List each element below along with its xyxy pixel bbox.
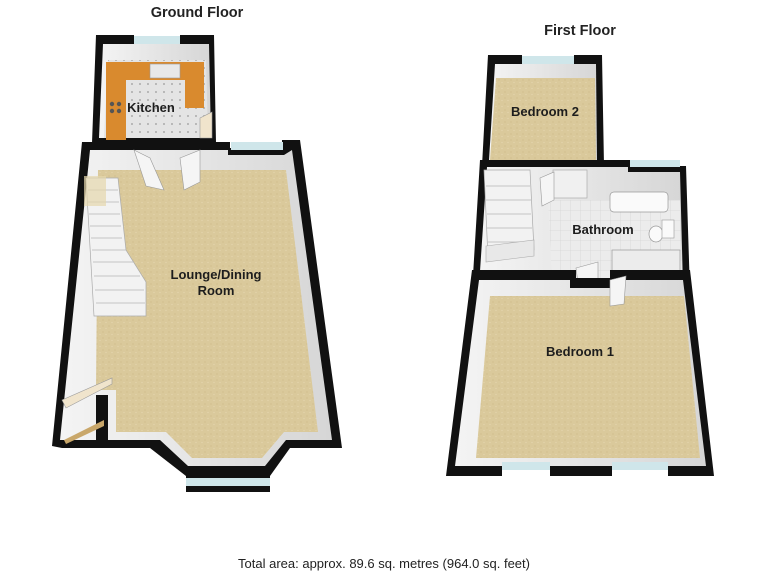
lounge-dining-room: Lounge/Dining Room	[52, 140, 342, 492]
kitchen-room: Kitchen	[92, 35, 216, 143]
ground-staircase	[84, 176, 147, 317]
landing-bathroom-block: Bathroom	[472, 160, 690, 299]
doormat	[64, 420, 104, 444]
kitchen-door	[199, 111, 213, 139]
bathroom-label: Bathroom	[572, 222, 633, 237]
first-floor-title: First Floor	[544, 23, 616, 39]
bay-window	[186, 478, 270, 486]
lounge-door-left	[133, 149, 165, 191]
ground-floor-title: Ground Floor	[151, 5, 244, 21]
total-area-caption: Total area: approx. 89.6 sq. metres (964…	[238, 556, 530, 571]
bathroom-window	[630, 160, 680, 167]
first-floor-staircase	[483, 169, 535, 263]
toilet-icon	[648, 225, 664, 243]
basin-icon	[661, 219, 675, 239]
front-door	[61, 377, 113, 409]
cupboard	[552, 169, 588, 199]
kitchen-window	[134, 36, 180, 44]
lounge-window-top	[231, 142, 283, 150]
bedroom-2-room: Bedroom 2	[482, 55, 604, 166]
bedroom-1-window-left	[502, 462, 550, 470]
bedroom-1-room: Bedroom 1	[446, 270, 714, 476]
bedroom-1-window-right	[612, 462, 668, 470]
bath-icon	[609, 191, 669, 213]
bedroom-2-door	[539, 171, 555, 207]
lounge-label-line2: Room	[198, 283, 235, 298]
kitchen-label: Kitchen	[127, 100, 175, 115]
bedroom-2-label: Bedroom 2	[511, 104, 579, 119]
bedroom-2-window	[522, 56, 574, 64]
sink-icon	[149, 63, 181, 79]
hob-icon	[109, 101, 122, 114]
bedroom-1-label: Bedroom 1	[546, 344, 614, 359]
bedroom-1-door	[609, 275, 627, 307]
lounge-door-right	[179, 149, 201, 191]
lounge-label-line1: Lounge/Dining	[171, 267, 262, 282]
